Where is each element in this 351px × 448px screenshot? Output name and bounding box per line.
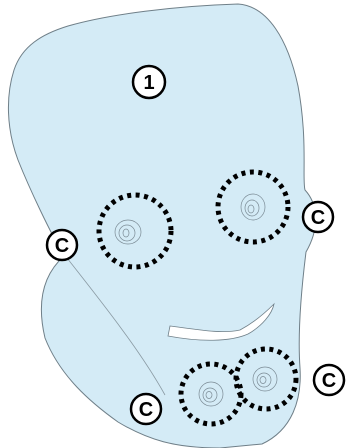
callout-letter: C [322, 370, 336, 392]
callout-right-chin: C [314, 365, 344, 395]
face-shape [8, 4, 315, 448]
callout-right-cheek: C [303, 202, 333, 232]
callout-letter: C [139, 399, 153, 421]
callout-left-cheek: C [47, 230, 77, 260]
main-region-number: 1 [143, 72, 154, 94]
callout-left-chin: C [131, 394, 161, 424]
face-outline [8, 4, 315, 448]
main-region-label: 1 [133, 66, 165, 98]
callout-letter: C [311, 207, 325, 229]
callout-letter: C [55, 235, 69, 257]
